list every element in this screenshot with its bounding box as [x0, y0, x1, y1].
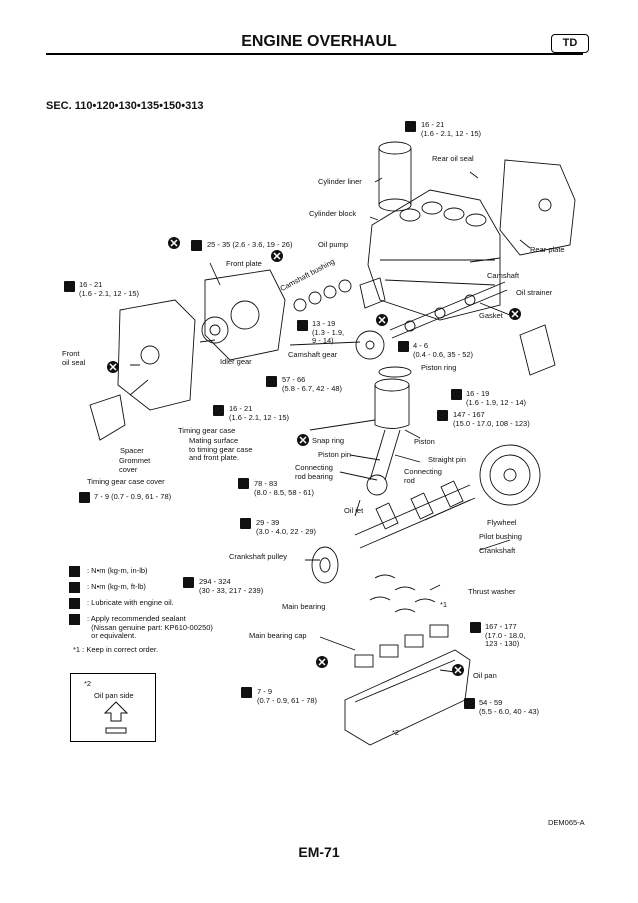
label-oil-pump: Oil pump [318, 240, 349, 249]
label-rear-oil-seal: Rear oil seal [432, 154, 474, 163]
legend-lubricate: : Lubricate with engine oil. [87, 598, 174, 607]
torque-16-21-top: 16 - 21 (1.6 - 2.1, 12 - 15) [421, 120, 482, 138]
label-cylinder-liner: Cylinder liner [318, 177, 362, 186]
label-main-bearing: Main bearing [282, 602, 326, 611]
torque-29-39: 29 - 39 (3.0 - 4.0, 22 - 29) [256, 518, 317, 536]
label-mating-surface: Mating surface to timing gear case and f… [189, 436, 253, 462]
label-spacer: Spacer [120, 446, 144, 455]
label-snap-ring: Snap ring [312, 436, 345, 445]
legend-icons [69, 566, 80, 625]
page-number: EM-71 [298, 844, 340, 860]
torque-54-59: 54 - 59 (5.5 - 6.0, 40 - 43) [479, 698, 540, 716]
label-front-plate: Front plate [226, 259, 262, 268]
label-star1: *1 [440, 600, 448, 609]
torque-25-35: 25 - 35 (2.6 - 3.6, 19 - 26) [207, 240, 293, 249]
torque-78-83: 78 - 83 (8.0 - 8.5, 58 - 61) [254, 479, 315, 497]
torque-294-324: 294 - 324 (30 - 33, 217 - 239) [199, 577, 264, 595]
figure-reference: DEM065-A [548, 818, 585, 827]
label-cylinder-block: Cylinder block [309, 209, 357, 218]
torque-7-9-left: 7 - 9 (0.7 - 0.9, 61 - 78) [94, 492, 172, 501]
torque-167-177: 167 - 177 (17.0 - 18.0, 123 - 130) [485, 622, 526, 648]
label-camshaft: Camshaft [487, 271, 520, 280]
label-connecting-rod: Connecting rod [404, 467, 442, 485]
page-title: ENGINE OVERHAUL [241, 33, 397, 50]
legend-keep-order: *1 : Keep in correct order. [73, 645, 159, 654]
torque-16-19: 16 - 19 (1.6 - 1.9, 12 - 14) [466, 389, 527, 407]
label-crankshaft-pulley: Crankshaft pulley [229, 552, 287, 561]
legend-nm-ft-lb: : N•m (kg-m, ft-lb) [87, 582, 146, 591]
label-gasket: Gasket [479, 311, 503, 320]
label-star2: *2 [392, 728, 400, 737]
inset-oil-pan-side: Oil pan side [94, 691, 134, 700]
label-straight-pin: Straight pin [428, 455, 466, 464]
inset-star2: *2 [84, 679, 92, 688]
label-idler-gear: Idler gear [220, 357, 252, 366]
label-main-bearing-cap: Main bearing cap [249, 631, 307, 640]
label-rear-plate: Rear plate [530, 245, 565, 254]
label-connecting-rod-bearing: Connecting rod bearing [295, 463, 333, 481]
label-piston: Piston [414, 437, 435, 446]
torque-7-9-bottom: 7 - 9 (0.7 - 0.9, 61 - 78) [257, 687, 318, 705]
label-oil-strainer: Oil strainer [516, 288, 553, 297]
torque-13-19: 13 - 19 (1.3 - 1.9, 9 - 14) [312, 319, 345, 345]
torque-57-66: 57 - 66 (5.8 - 6.7, 42 - 48) [282, 375, 343, 393]
label-camshaft-gear: Camshaft gear [288, 350, 338, 359]
torque-16-21-left: 16 - 21 (1.6 - 2.1, 12 - 15) [79, 280, 140, 298]
label-flywheel: Flywheel [487, 518, 517, 527]
section-reference: SEC. 110•120•130•135•150•313 [46, 100, 204, 112]
engine-type-badge: TD [551, 34, 589, 53]
label-front-oil-seal: Front oil seal [62, 349, 86, 367]
label-oil-jet: Oil jet [344, 506, 364, 515]
oil-pan-side-inset [70, 673, 156, 742]
label-piston-pin: Piston pin [318, 450, 351, 459]
label-crankshaft: Crankshaft [479, 546, 516, 555]
label-thrust-washer: Thrust washer [468, 587, 516, 596]
header-divider [46, 53, 583, 55]
label-grommet-cover: Grommet cover [119, 456, 151, 474]
label-pilot-bushing: Pilot bushing [479, 532, 522, 541]
torque-147-167: 147 - 167 (15.0 - 17.0, 108 - 123) [453, 410, 530, 428]
label-oil-pan: Oil pan [473, 671, 497, 680]
legend-sealant: : Apply recommended sealant (Nissan genu… [87, 614, 213, 640]
torque-4-6: 4 - 6 (0.4 - 0.6, 35 - 52) [413, 341, 474, 359]
torque-16-21-mid: 16 - 21 (1.6 - 2.1, 12 - 15) [229, 404, 290, 422]
legend-nm-in-lb: : N•m (kg-m, in-lb) [87, 566, 148, 575]
label-timing-gear-case-cover: Timing gear case cover [87, 477, 165, 486]
label-timing-gear-case: Timing gear case [178, 426, 236, 435]
arrow-up-icon [104, 701, 128, 734]
label-piston-ring: Piston ring [421, 363, 457, 372]
